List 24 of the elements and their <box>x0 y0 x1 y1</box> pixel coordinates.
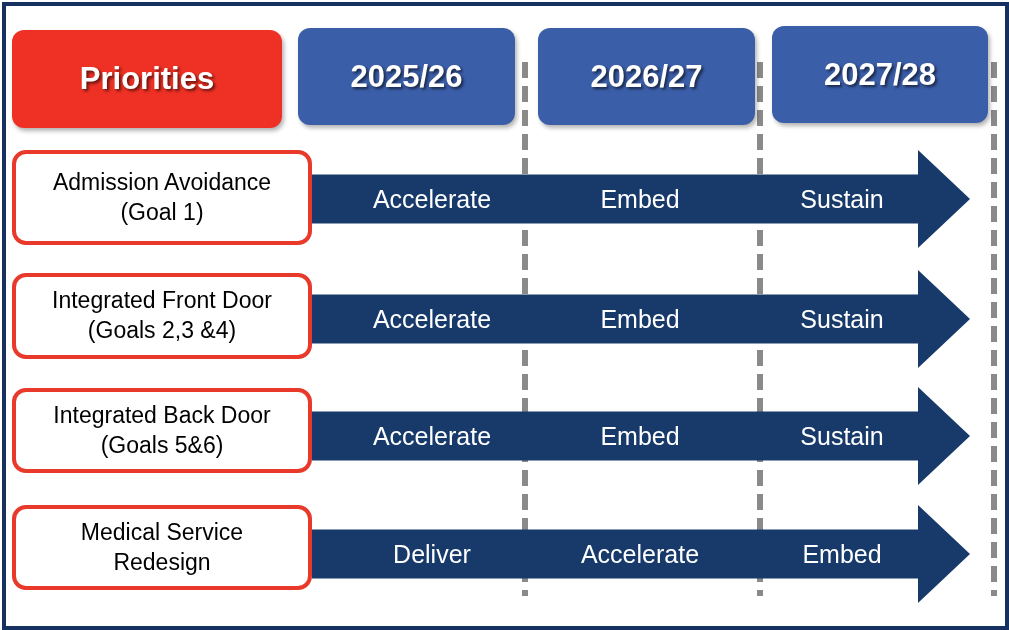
phase-label: Embed <box>600 421 680 451</box>
phase-label: Accelerate <box>372 421 492 451</box>
priority-box: Medical Service Redesign <box>12 505 312 590</box>
year-header: 2027/28 <box>772 26 988 123</box>
phase-label: Embed <box>802 539 882 569</box>
priority-box: Integrated Front Door (Goals 2,3 &4) <box>12 273 312 359</box>
year-header: 2025/26 <box>298 28 515 125</box>
priority-box: Admission Avoidance (Goal 1) <box>12 150 312 245</box>
phase-band <box>312 270 970 368</box>
phase-label: Sustain <box>800 421 884 451</box>
phase-label: Embed <box>600 184 680 214</box>
phase-label: Embed <box>600 304 680 334</box>
phase-label: Deliver <box>393 539 471 569</box>
phase-label: Sustain <box>800 304 884 334</box>
column-header: Priorities <box>12 30 282 128</box>
phase-label: Sustain <box>800 184 884 214</box>
phase-label: Accelerate <box>372 304 492 334</box>
phase-label: Accelerate <box>580 539 700 569</box>
year-header: 2026/27 <box>538 28 755 125</box>
priority-box: Integrated Back Door (Goals 5&6) <box>12 388 312 473</box>
phase-label: Accelerate <box>372 184 492 214</box>
phase-band <box>312 505 970 603</box>
phase-band <box>312 387 970 485</box>
phase-band <box>312 150 970 248</box>
